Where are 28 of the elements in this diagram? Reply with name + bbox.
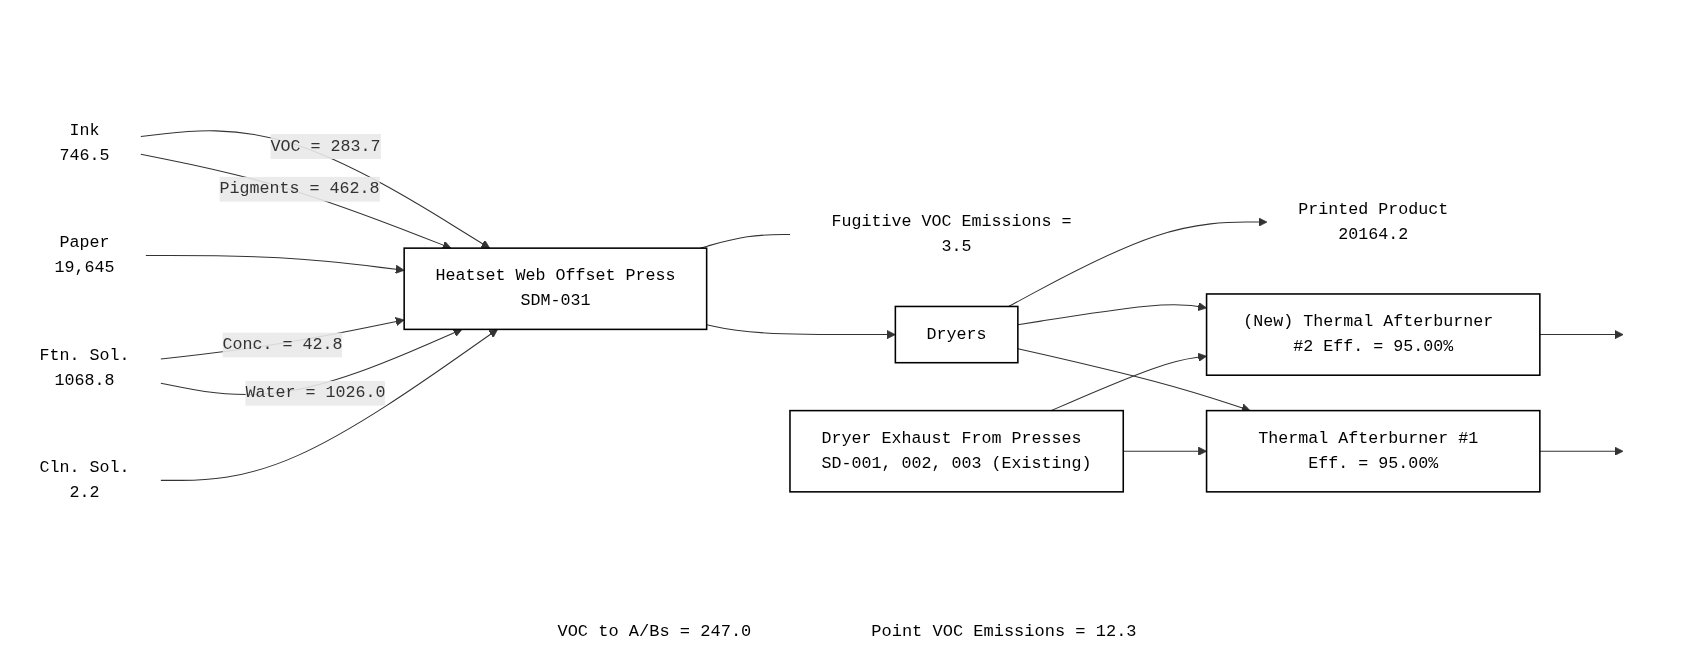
edge-label: VOC = 283.7 (270, 137, 381, 157)
node-text: Fugitive VOC Emissions = 3.5 (831, 213, 1072, 257)
node-text: Printed Product 20164.2 (1298, 200, 1449, 245)
arrow (145, 255, 405, 275)
edge-label: Conc. = 42.8 (222, 335, 343, 355)
note-text: VOC to A/Bs = 247.0 (557, 622, 752, 641)
node-box: Dryers (894, 306, 1019, 364)
arrow (160, 328, 463, 396)
arrow (140, 130, 491, 249)
node-text: Cln. Sol. 2.2 (39, 458, 130, 503)
arrow (140, 154, 452, 250)
node-box: (New) Thermal Afterburner #2 Eff. = 95.00% (1205, 293, 1541, 377)
node-box: Heatset Web Offset Press SDM-031 (403, 247, 708, 331)
arrow (1008, 217, 1268, 308)
node-box: Dryer Exhaust From Presses SD-001, 002, 003 (Existing) (789, 410, 1125, 493)
edge-label: Water = 1026.0 (245, 384, 386, 403)
node-box: Thermal Afterburner #1 Eff. = 95.00% (1205, 410, 1541, 493)
arrow (160, 317, 405, 360)
arrow (160, 329, 498, 482)
arrow (706, 324, 896, 340)
arrow (1539, 447, 1624, 457)
arrow (1539, 330, 1624, 340)
node-text: Ftn. Sol. 1068.8 (39, 346, 130, 391)
note-text: Point VOC Emissions = 12.3 (871, 622, 1137, 641)
node-text: Paper 19,645 (54, 233, 115, 278)
edge-label: Pigments = 462.8 (219, 180, 380, 199)
node-text: Ink 746.5 (59, 121, 110, 166)
arrow (1017, 302, 1207, 326)
